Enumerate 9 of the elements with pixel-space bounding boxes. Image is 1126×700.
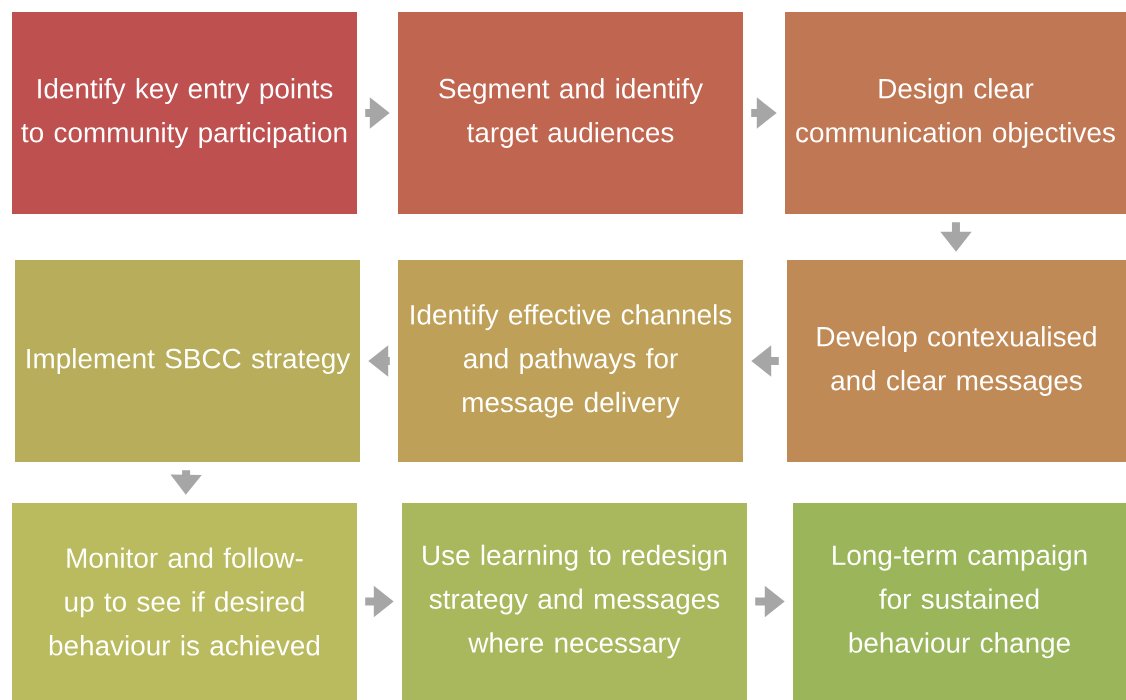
process-box: Identify effective channels and pathways for message delivery [398, 260, 743, 462]
process-box: Long-term campaign for sustained behaviour change [793, 503, 1126, 700]
process-box: Develop contexualised and clear messages [787, 260, 1126, 462]
process-box: Implement SBCC strategy [15, 260, 360, 462]
process-box: Monitor and follow-up to see if desired behaviour is achieved [12, 503, 357, 700]
process-box: Segment and identify target audiences [398, 12, 743, 214]
process-box: Design clear communication objectives [785, 12, 1126, 214]
process-box: Identify key entry points to community participation [12, 12, 357, 214]
process-box: Use learning to redesign strategy and messages where necessary [402, 503, 747, 700]
